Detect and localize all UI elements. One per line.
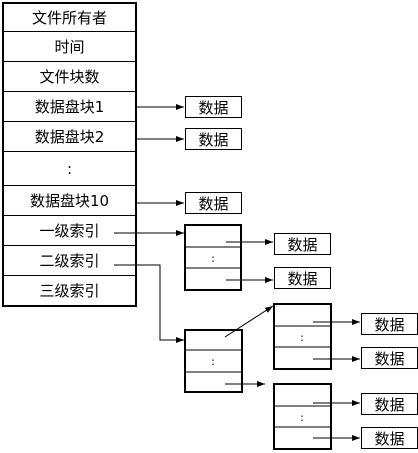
inode-row-triple-indirect: 三级索引 [39,282,100,300]
index-block-double-l2b: : [273,383,332,450]
index-block-double-l2a: : [273,303,332,370]
data-box-1: 数据 [185,96,242,118]
arrow-double-indirect [114,264,184,343]
inode-row-block-count: 文件块数 [4,62,135,92]
inode-row-data-block-1: 数据盘块1 [4,92,135,122]
inode-row-double-indirect: 二级索引 [4,246,135,276]
index-block-double-l2b-ellipsis: : [300,411,304,424]
index-block-single: : [184,224,242,291]
data-box-single-1: 数据 [274,233,331,255]
arrow-double-l2a [224,305,274,338]
inode-row-owner: 文件所有者 [4,4,135,32]
data-box-double-4: 数据 [361,427,418,449]
data-box-double-2: 数据 [361,347,418,369]
inode-row-ellipsis: : [4,152,135,186]
inode-table [2,2,137,307]
inode-row-single-indirect: 一级索引 [4,216,135,246]
data-box-double-3: 数据 [361,393,418,415]
inode-row-data-block-2: 数据盘块2 [4,122,135,152]
index-block-double-l1: : [184,329,243,393]
data-box-2: 数据 [185,128,242,150]
data-box-single-2: 数据 [274,267,331,289]
index-block-single-ellipsis: : [211,252,215,265]
index-block-double-l2a-ellipsis: : [300,331,304,344]
index-block-double-l1-ellipsis: : [211,355,215,368]
inode-row-time: 时间 [4,32,135,62]
inode-row-data-block-10: 数据盘块10 [4,186,135,216]
data-box-10: 数据 [185,192,242,214]
data-box-double-1: 数据 [361,313,418,335]
